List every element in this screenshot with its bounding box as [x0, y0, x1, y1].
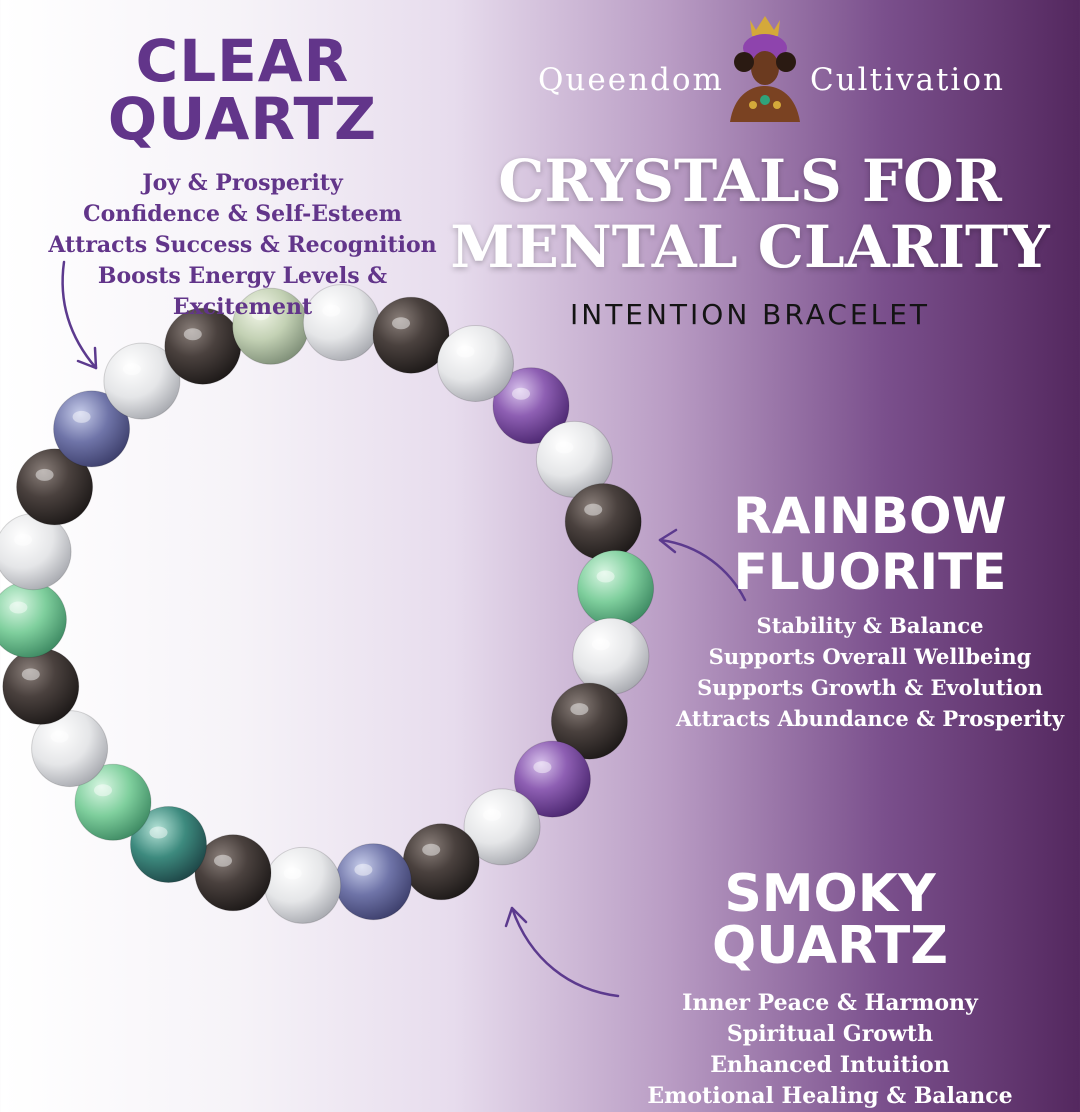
green-fluorite-bead — [0, 581, 67, 658]
clear-quartz-section: CLEAR QUARTZ Joy & Prosperity Confidence… — [0, 32, 485, 323]
smoky-quartz-section: SMOKY QUARTZ Inner Peace & Harmony Spiri… — [600, 868, 1060, 1112]
bead-highlight — [72, 410, 91, 423]
smoky-quartz-bead — [564, 483, 642, 561]
clear-quartz-benefits: Joy & Prosperity Confidence & Self-Estee… — [0, 168, 485, 323]
bead-highlight — [512, 387, 530, 400]
bead-highlight — [9, 601, 28, 614]
smoky-quartz-bead — [2, 647, 80, 725]
bead-highlight — [533, 761, 552, 774]
subtitle: INTENTION BRACELET — [569, 298, 931, 331]
smoky-quartz-benefits: Inner Peace & Harmony Spiritual Growth E… — [600, 988, 1060, 1112]
benefit-line: Supports Overall Wellbeing — [708, 644, 1032, 669]
bead-highlight — [483, 808, 502, 821]
title-line-1: CRYSTALS FOR — [498, 147, 1002, 215]
smoky-quartz-bead — [402, 823, 480, 901]
benefit-line: Attracts Abundance & Prosperity — [675, 706, 1065, 731]
mixed-fluorite-bead — [130, 806, 207, 883]
benefit-line: Joy & Prosperity — [142, 170, 343, 196]
bead-highlight — [283, 867, 302, 880]
clear-quartz-bead — [103, 342, 181, 420]
blue-fluorite-bead — [334, 843, 412, 921]
clear-quartz-bead — [572, 617, 650, 695]
bead-highlight — [21, 668, 40, 681]
rainbow-fluorite-arrow — [658, 538, 747, 602]
green-fluorite-bead — [577, 550, 655, 627]
clear-quartz-arrowhead — [76, 346, 98, 370]
bead-highlight — [555, 441, 574, 454]
benefit-line: Emotional Healing & Balance — [647, 1083, 1013, 1109]
bead-highlight — [35, 468, 54, 481]
title-block: CRYSTALS FOR MENTAL CLARITY INTENTION BR… — [420, 148, 1080, 331]
crowned-woman-logo-icon — [730, 16, 800, 122]
benefit-line: Spiritual Growth — [726, 1021, 934, 1047]
benefit-line: Enhanced Intuition — [710, 1052, 950, 1078]
bead-highlight — [422, 843, 441, 856]
benefit-line: Boosts Energy Levels & — [97, 263, 388, 289]
bead-highlight — [14, 533, 33, 546]
benefit-line: Stability & Balance — [756, 613, 984, 638]
clear-quartz-bead — [0, 513, 72, 591]
benefit-line: Attracts Success & Recognition — [48, 232, 437, 258]
bead-highlight — [183, 328, 202, 341]
smoky-quartz-heading: SMOKY QUARTZ — [712, 864, 948, 976]
brand-name-right: Cultivation — [810, 62, 1005, 98]
benefit-line: Excitement — [172, 294, 313, 320]
smoky-quartz-bead — [372, 296, 450, 374]
bead-highlight — [584, 503, 603, 516]
smoky-quartz-arrowhead — [504, 906, 528, 928]
benefit-line: Inner Peace & Harmony — [682, 990, 978, 1016]
bracelet-illustration — [0, 260, 747, 998]
brand-name-left: Queendom — [538, 62, 724, 98]
brand-logo: Queendom Cultivation — [530, 10, 1050, 130]
bead-highlight — [214, 854, 232, 867]
smoky-quartz-bead — [194, 834, 272, 912]
bead-highlight — [456, 345, 475, 358]
benefit-line: Supports Growth & Evolution — [697, 675, 1043, 700]
bead-highlight — [149, 826, 168, 839]
rainbow-fluorite-section: RAINBOW FLUORITE Stability & Balance Sup… — [660, 488, 1080, 734]
bead-highlight — [591, 638, 610, 651]
bead-highlight — [322, 304, 341, 317]
bead-highlight — [50, 730, 69, 743]
smoky-quartz-bead — [550, 682, 628, 760]
green-fluorite-bead — [74, 763, 152, 841]
bead-highlight — [354, 863, 373, 876]
bead-highlight — [596, 570, 615, 583]
bead-highlight — [392, 317, 410, 330]
rainbow-fluorite-heading-2: FLUORITE — [733, 543, 1007, 601]
bead-highlight — [122, 363, 141, 376]
clear-quartz-bead — [437, 325, 514, 402]
smoky-quartz-arrow — [510, 906, 620, 998]
clear-quartz-heading: CLEAR QUARTZ — [107, 27, 378, 153]
blue-fluorite-bead — [53, 390, 131, 468]
clear-quartz-bead — [463, 788, 541, 866]
clear-quartz-bead — [264, 846, 342, 924]
bead-highlight — [251, 308, 270, 321]
bracelet-beads — [0, 284, 655, 924]
rainbow-fluorite-benefits: Stability & Balance Supports Overall Wel… — [660, 610, 1080, 734]
bead-highlight — [570, 703, 589, 716]
smoky-quartz-bead — [16, 448, 94, 526]
purple-fluorite-bead — [492, 367, 570, 445]
clear-quartz-arrow — [61, 260, 98, 370]
purple-fluorite-bead — [513, 740, 591, 818]
rainbow-fluorite-heading-1: RAINBOW — [733, 487, 1007, 545]
bead-highlight — [94, 784, 112, 797]
benefit-line: Confidence & Self-Esteem — [83, 201, 402, 227]
title-line-2: MENTAL CLARITY — [450, 213, 1050, 281]
rainbow-fluorite-arrowhead — [658, 528, 678, 554]
